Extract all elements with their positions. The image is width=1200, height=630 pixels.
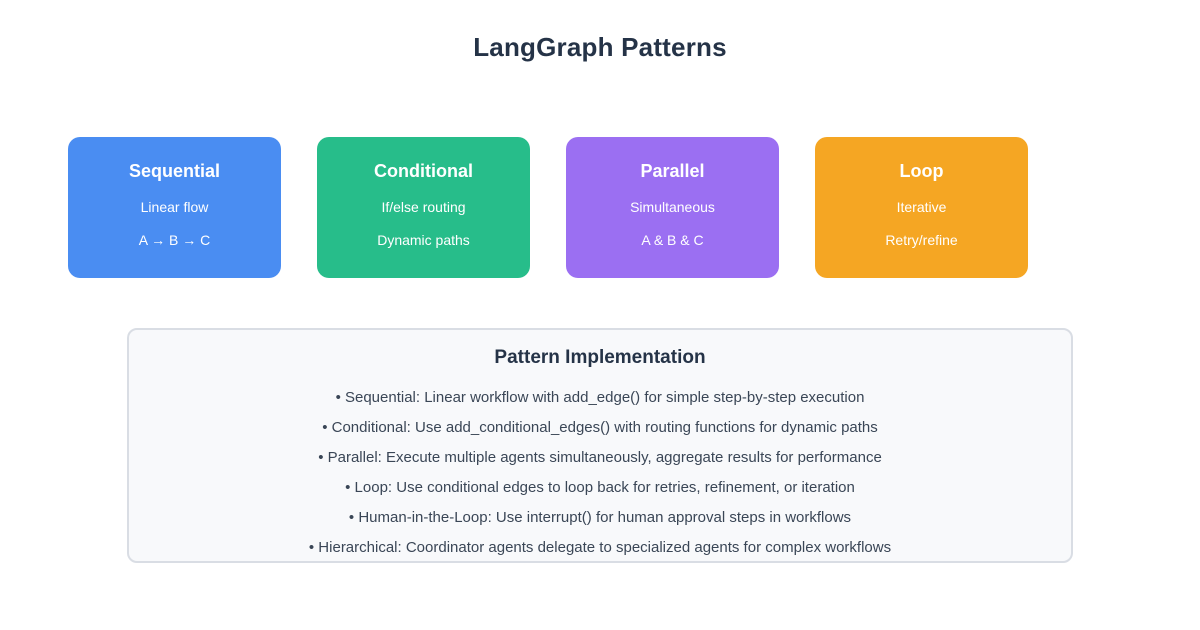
implementation-title: Pattern Implementation [494,347,706,368]
implementation-bullet-list: • Sequential: Linear workflow with add_e… [129,383,1071,563]
card-example: Retry/refine [885,232,958,248]
card-subtitle: Simultaneous [630,199,715,215]
pattern-card-conditional: Conditional If/else routing Dynamic path… [317,137,530,278]
card-example: A & B & C [641,232,704,248]
implementation-bullet: • Loop: Use conditional edges to loop ba… [345,479,855,496]
page-title: LangGraph Patterns [473,32,727,62]
implementation-panel: Pattern Implementation • Sequential: Lin… [127,328,1073,563]
pattern-card-sequential: Sequential Linear flow A → B → C [68,137,281,278]
card-example: A → B → C [138,232,211,248]
card-title: Conditional [374,161,473,181]
card-example: Dynamic paths [377,232,470,248]
implementation-bullet: • Parallel: Execute multiple agents simu… [318,449,882,466]
card-subtitle: Linear flow [140,199,209,215]
pattern-card-loop: Loop Iterative Retry/refine [815,137,1028,278]
card-title: Loop [899,161,944,181]
implementation-bullet: • Sequential: Linear workflow with add_e… [335,389,865,406]
implementation-bullet: • Human-in-the-Loop: Use interrupt() for… [348,509,852,526]
pattern-card-parallel: Parallel Simultaneous A & B & C [566,137,779,278]
card-title: Sequential [128,161,221,181]
implementation-bullet: • Hierarchical: Coordinator agents deleg… [308,539,892,556]
card-title: Parallel [640,161,705,181]
card-subtitle: Iterative [896,199,947,215]
card-subtitle: If/else routing [381,199,466,215]
pattern-cards-row: Sequential Linear flow A → B → C Conditi… [68,137,1028,278]
implementation-bullet: • Conditional: Use add_conditional_edges… [322,419,878,436]
